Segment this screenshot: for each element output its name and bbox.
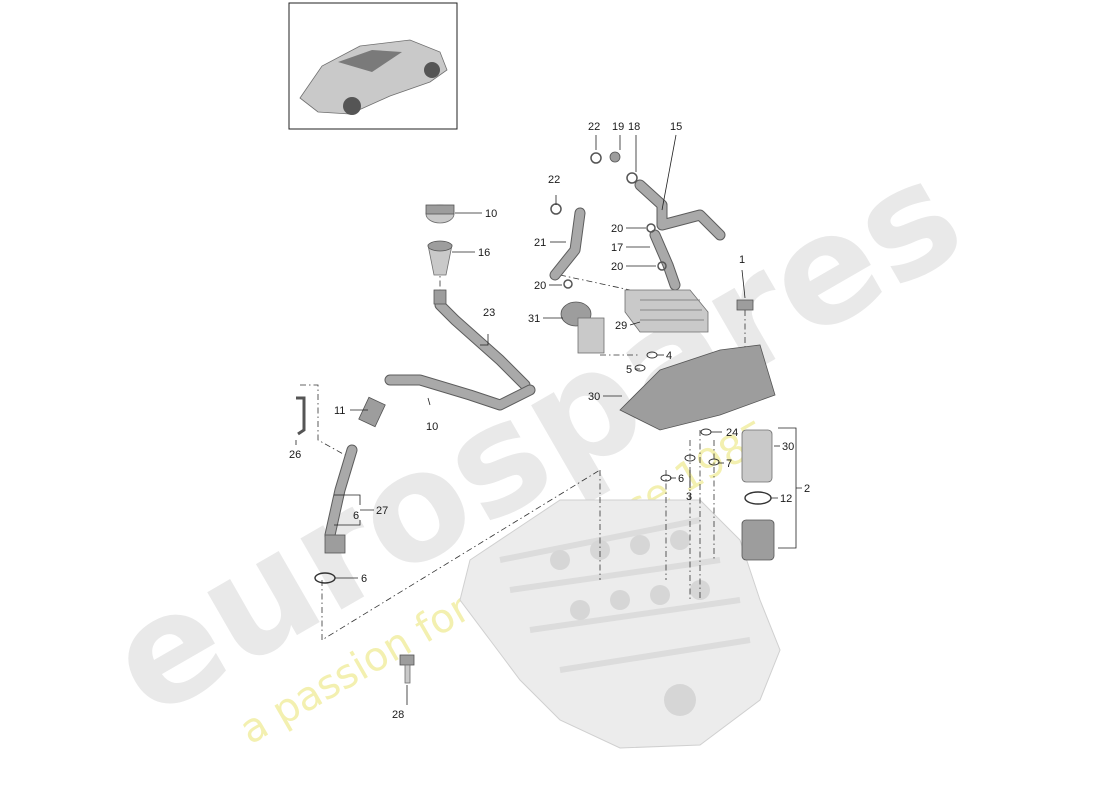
- callout-5: 5: [626, 364, 632, 376]
- callout-10: 10: [426, 421, 438, 433]
- callout-leaders: [295, 134, 802, 705]
- callout-18: 18: [628, 121, 640, 133]
- callout-15: 15: [670, 121, 682, 133]
- callout-16: 16: [478, 247, 490, 259]
- callout-9: 10: [485, 208, 497, 220]
- callout-30: 30: [782, 441, 794, 453]
- callout-4: 4: [666, 350, 672, 362]
- callout-7: 7: [726, 458, 732, 470]
- callout-21: 21: [534, 237, 546, 249]
- callout-1: 1: [739, 254, 745, 266]
- callout-6c: 6: [678, 473, 684, 485]
- callout-20b: 20: [611, 261, 623, 273]
- callout-24: 30: [588, 391, 600, 403]
- callout-20c: 20: [534, 280, 546, 292]
- callout-2: 2: [804, 483, 810, 495]
- callout-6a: 6: [353, 510, 359, 522]
- hoses: [324, 179, 726, 541]
- callout-labels: 10 16 23 10 11 26 27 6 6 28 22 22 19 18 …: [289, 121, 810, 721]
- callout-22b: 22: [588, 121, 600, 133]
- callout-29: 28: [392, 709, 404, 721]
- callout-12: 12: [780, 493, 792, 505]
- callout-22a: 22: [548, 174, 560, 186]
- callout-23: 23: [483, 307, 495, 319]
- callout-3: 3: [686, 491, 692, 503]
- callout-27: 27: [376, 505, 388, 517]
- engine-block: [459, 499, 781, 749]
- callout-6b: 6: [361, 573, 367, 585]
- parts: [296, 151, 776, 684]
- callout-28: 24: [726, 427, 738, 439]
- car-thumbnail-icon: [288, 2, 458, 130]
- callout-19: 19: [612, 121, 624, 133]
- callout-31: 31: [528, 313, 540, 325]
- callout-20a: 20: [611, 223, 623, 235]
- callout-17: 17: [611, 242, 623, 254]
- callout-25: 29: [615, 320, 627, 332]
- callout-26: 26: [289, 449, 301, 461]
- callout-11: 11: [334, 405, 345, 417]
